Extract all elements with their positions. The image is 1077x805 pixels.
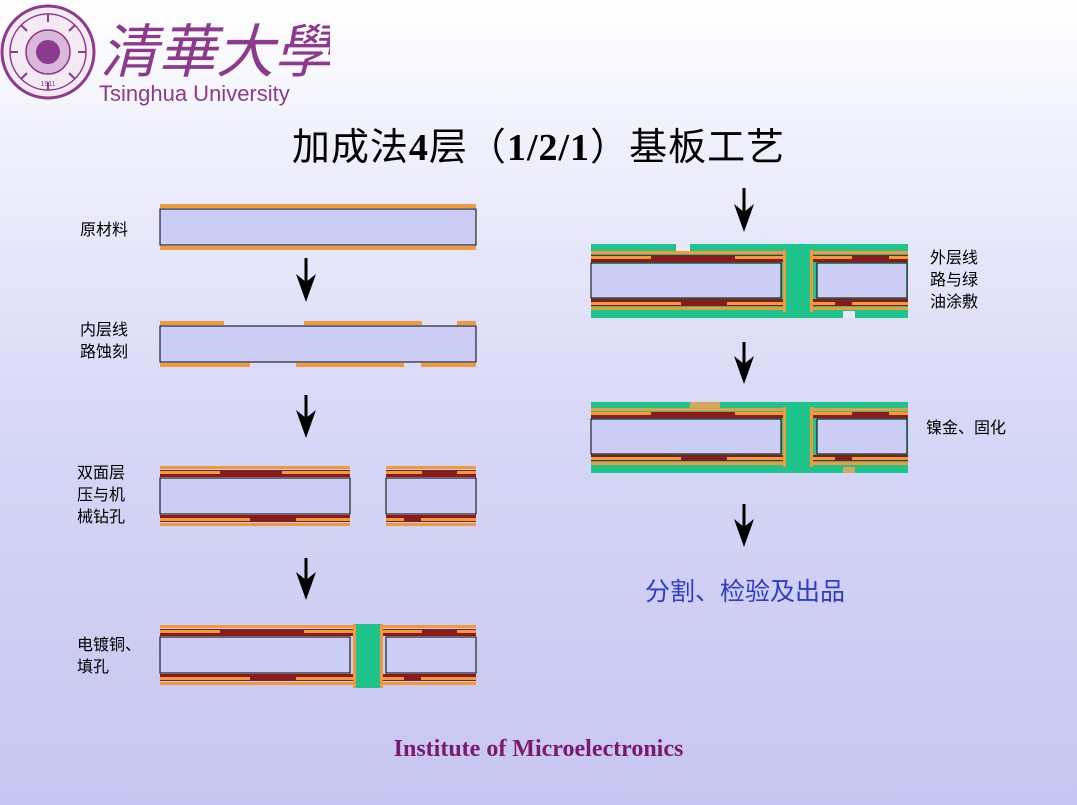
step-label-raw-material: 原材料: [80, 222, 129, 239]
step-label-inner-etch: 内层线 路蚀刻: [80, 322, 129, 361]
flow-arrow-icon: [296, 395, 316, 438]
university-seal-icon: 1911: [0, 4, 96, 100]
step-label-outer-layer-mask: 外层线 路与绿 油涂敷: [930, 250, 979, 311]
svg-text:1911: 1911: [40, 81, 55, 88]
plated-filled-board: [159, 624, 477, 688]
inner-layer-etched-board: [159, 321, 477, 367]
footer-institute: Institute of Microelectronics: [393, 736, 684, 762]
tsinghua-logo: 1911 清華大學 Tsinghua University: [0, 0, 337, 115]
laminated-drilled-board: [159, 466, 477, 526]
flow-arrow-icon: [296, 258, 316, 302]
step-label-plating-filling: 电镀铜、 填孔: [77, 637, 142, 676]
university-english-name: Tsinghua University: [99, 81, 290, 106]
flow-arrow-icon: [296, 558, 316, 600]
nickel-gold-cured-board: [590, 402, 908, 473]
flow-arrow-icon: [734, 342, 754, 384]
raw-material-board: [159, 204, 477, 250]
flow-arrow-icon: [734, 504, 754, 547]
slide-title: 加成法4层（1/2/1）基板工艺: [291, 127, 786, 169]
final-step-label: 分割、检验及出品: [644, 579, 845, 606]
university-chinese-name: 清華大學: [100, 18, 330, 86]
step-label-lamination-drilling: 双面层 压与机 械钻孔: [77, 465, 126, 526]
flow-arrow-icon: [734, 188, 754, 232]
step-label-nickel-gold: 镍金、固化: [926, 420, 1007, 437]
outer-layer-solder-mask-board: [590, 244, 908, 318]
